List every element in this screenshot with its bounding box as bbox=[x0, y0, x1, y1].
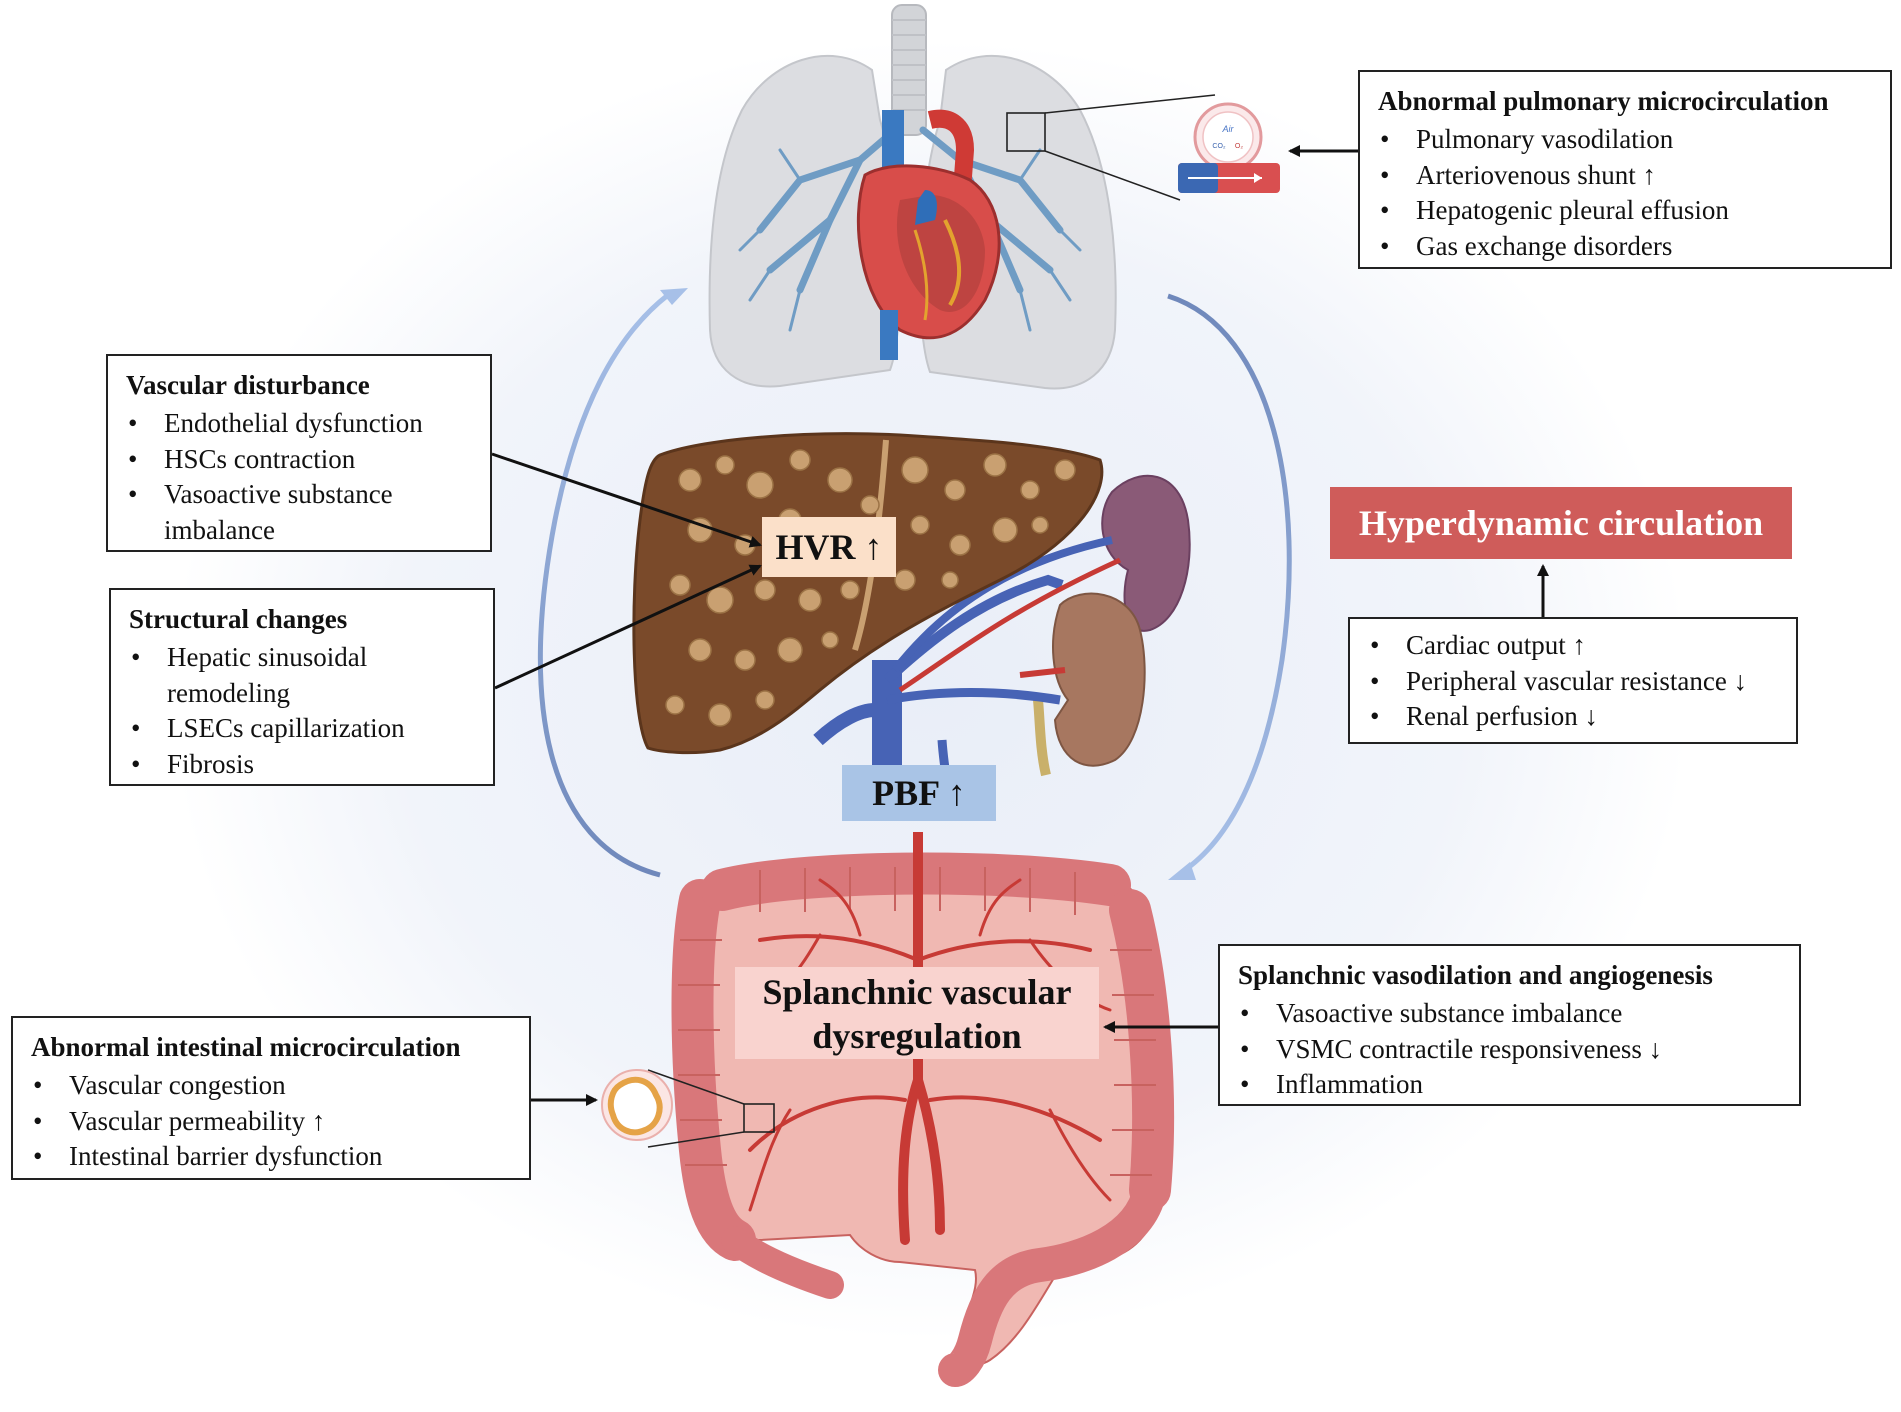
list-item: Pulmonary vasodilation bbox=[1378, 122, 1872, 158]
intestine-zoom-line bbox=[647, 1069, 745, 1105]
list-item: VSMC contractile responsiveness ↓ bbox=[1238, 1032, 1781, 1068]
hvr-label: HVR ↑ bbox=[762, 517, 896, 577]
vascular-disturbance-box: Vascular disturbance Endothelial dysfunc… bbox=[106, 354, 492, 552]
lung-zoom-line bbox=[1044, 94, 1216, 114]
list-item: LSECs capillarization bbox=[129, 711, 475, 747]
list-item: Cardiac output ↑ bbox=[1368, 628, 1778, 664]
box-title: Abnormal pulmonary microcirculation bbox=[1378, 86, 1829, 116]
kidney-spleen-vessels-icon bbox=[732, 474, 1191, 816]
splanchnic-label-line-2: dysregulation bbox=[812, 1016, 1022, 1056]
lung-zoom-frame bbox=[1006, 112, 1046, 152]
list-item: Vasoactive substance imbalance bbox=[1238, 996, 1781, 1032]
hyperdynamic-effects-box: Cardiac output ↑ Peripheral vascular res… bbox=[1348, 617, 1798, 744]
list-item: Vascular congestion bbox=[31, 1068, 511, 1104]
list-item: HSCs contraction bbox=[126, 442, 472, 478]
list-item-continued: remodeling bbox=[167, 677, 290, 708]
box-title: Structural changes bbox=[129, 604, 348, 634]
list-item: Intestinal barrier dysfunction bbox=[31, 1139, 511, 1175]
list-item: Vasoactive substance bbox=[126, 477, 472, 513]
list-item: Vascular permeability ↑ bbox=[31, 1104, 511, 1140]
list-item: Hepatogenic pleural effusion bbox=[1378, 193, 1872, 229]
list-item: Gas exchange disorders bbox=[1378, 229, 1872, 265]
list-item: Hepatic sinusoidal bbox=[129, 640, 475, 676]
list-item: Peripheral vascular resistance ↓ bbox=[1368, 664, 1778, 700]
intestinal-cross-section-icon bbox=[601, 1069, 673, 1141]
arrow-structural-changes bbox=[494, 564, 762, 690]
cycle-arrowhead-left bbox=[660, 288, 688, 305]
cycle-arrow-left bbox=[537, 293, 670, 878]
pbf-label: PBF ↑ bbox=[842, 765, 996, 821]
intestine-zoom-line bbox=[647, 1131, 745, 1148]
pulmonary-microcirculation-box: Abnormal pulmonary microcirculation Pulm… bbox=[1358, 70, 1892, 269]
list-item: Endothelial dysfunction bbox=[126, 406, 472, 442]
lung-zoom-line bbox=[1044, 150, 1181, 201]
box-title: Splanchnic vasodilation and angiogenesis bbox=[1238, 960, 1713, 990]
list-item: Fibrosis bbox=[129, 747, 475, 783]
alveolus-air-label: Air bbox=[1222, 124, 1235, 134]
list-item-continued: imbalance bbox=[164, 514, 275, 545]
list-item: Inflammation bbox=[1238, 1067, 1781, 1103]
box-title: Abnormal intestinal microcirculation bbox=[31, 1032, 461, 1062]
splanchnic-vasodilation-box: Splanchnic vasodilation and angiogenesis… bbox=[1218, 944, 1801, 1106]
hyperdynamic-circulation-label: Hyperdynamic circulation bbox=[1330, 487, 1792, 559]
splanchnic-dysregulation-label: Splanchnic vascular dysregulation bbox=[735, 967, 1099, 1059]
intestinal-microcirculation-box: Abnormal intestinal microcirculation Vas… bbox=[11, 1016, 531, 1180]
arrow-vascular-disturbance bbox=[491, 452, 762, 548]
alveolus-o2-label: O₂ bbox=[1235, 143, 1243, 150]
alveolus-icon: Air CO₂ O₂ bbox=[1178, 102, 1280, 193]
box-title: Vascular disturbance bbox=[126, 370, 370, 400]
cycle-arrowhead-right bbox=[1168, 862, 1196, 880]
lungs-heart-icon bbox=[708, 4, 1117, 390]
alveolus-co2-label: CO₂ bbox=[1212, 143, 1226, 150]
splanchnic-label-line-1: Splanchnic vascular bbox=[762, 972, 1072, 1012]
list-item: Renal perfusion ↓ bbox=[1368, 699, 1778, 735]
intestine-zoom-frame bbox=[743, 1103, 775, 1133]
cycle-arrow-right bbox=[1167, 293, 1292, 875]
list-item: Arteriovenous shunt ↑ bbox=[1378, 158, 1872, 194]
structural-changes-box: Structural changes Hepatic sinusoidal re… bbox=[109, 588, 495, 786]
